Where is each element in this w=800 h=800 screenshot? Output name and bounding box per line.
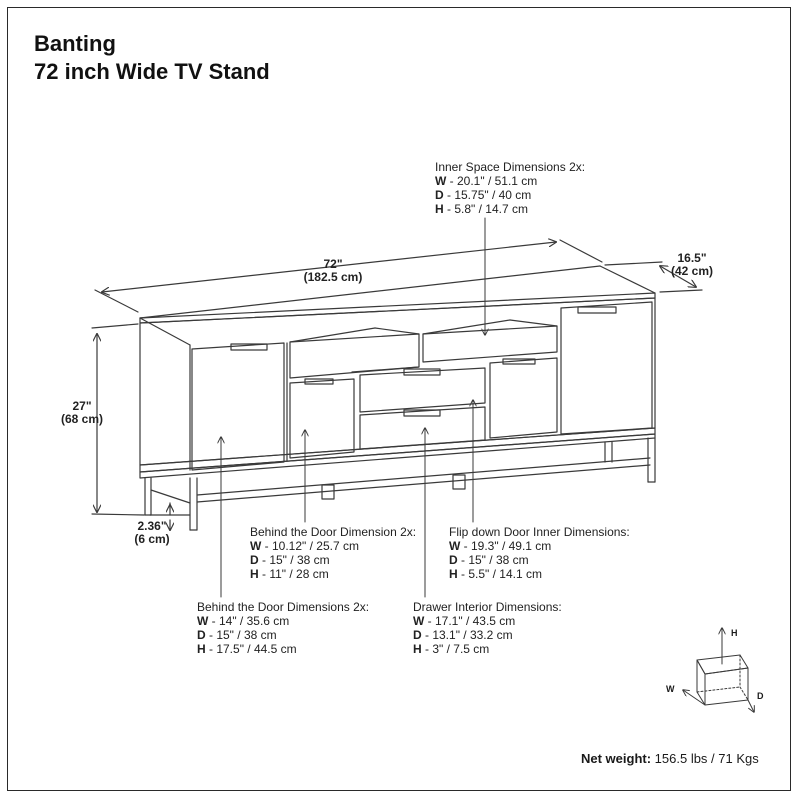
callout-flip-down-door: Flip down Door Inner Dimensions: W - 19.… <box>449 525 630 581</box>
depth-label: 16.5" (42 cm) <box>670 251 714 278</box>
height-dimension-line <box>91 323 145 516</box>
callout-inner-space: Inner Space Dimensions 2x: W - 20.1" / 5… <box>435 160 586 216</box>
callout-leaders <box>221 217 485 598</box>
axis-label-h: H <box>731 628 738 638</box>
drawer-lower <box>359 406 486 450</box>
callout-behind-door-small: Behind the Door Dimension 2x: W - 10.12"… <box>250 525 417 581</box>
depth-dimension-line <box>604 261 703 293</box>
metal-base <box>139 433 656 531</box>
page-frame <box>7 7 791 791</box>
left-large-door <box>191 342 285 471</box>
drawer-upper <box>359 367 486 413</box>
product-subtitle: 72 inch Wide TV Stand <box>34 59 270 84</box>
callout-behind-door-large: Behind the Door Dimensions 2x: W - 14" /… <box>197 600 370 656</box>
width-label: 72" (182.5 cm) <box>303 257 363 284</box>
cabinet-top <box>139 265 656 346</box>
axis-label-d: D <box>757 691 764 701</box>
clearance-label: 2.36" (6 cm) <box>134 519 170 546</box>
axis-label-w: W <box>666 684 675 694</box>
width-dimension-line <box>94 240 603 313</box>
height-label: 27" (68 cm) <box>60 399 104 426</box>
right-small-door <box>489 357 558 439</box>
left-small-door <box>286 342 355 462</box>
open-shelf-right <box>422 319 558 363</box>
right-large-door <box>560 301 653 435</box>
axis-cube-icon <box>683 628 754 712</box>
product-name: Banting <box>34 31 116 56</box>
open-shelf-left <box>289 327 420 379</box>
net-weight: Net weight: 156.5 lbs / 71 Kgs <box>581 751 759 766</box>
callout-drawer-interior: Drawer Interior Dimensions: W - 17.1" / … <box>413 600 562 656</box>
clearance-dimension-line <box>149 502 191 530</box>
